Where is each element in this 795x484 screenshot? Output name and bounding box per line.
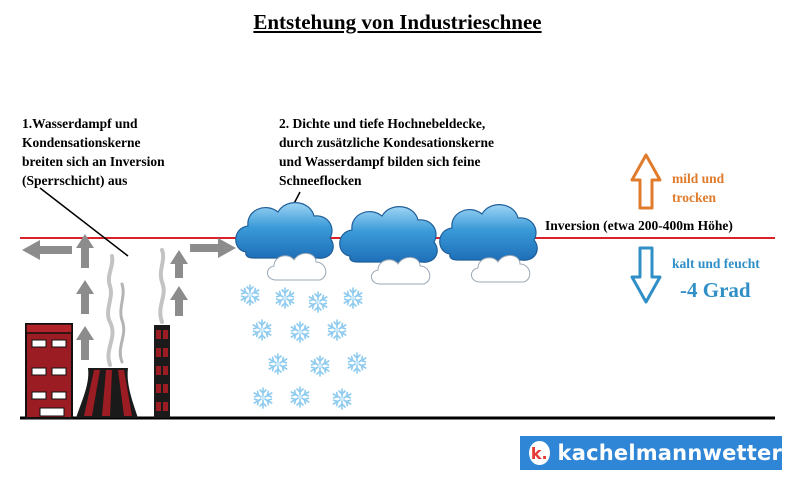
step-1-line: (Sperrschicht) aus [22,173,128,188]
snowflake-icon [332,388,352,410]
cloud-layer [235,202,538,285]
snowflake-icon [308,291,328,313]
snowflake-icon [253,387,273,409]
smoke-icon [158,248,166,324]
smoke-icon [106,254,115,367]
snowflakes [240,284,367,410]
above-label-line: mild und [672,171,725,186]
cooling-tower [76,368,138,418]
snowflake-icon [347,352,367,374]
cloud-icon [339,206,438,285]
step-2-text: 2. Dichte und tiefe Hochnebeldecke, durc… [279,114,549,190]
snowflake-icon [268,353,288,375]
snowflake-icon [290,386,310,408]
smoke-icon [118,282,126,364]
brand-name: kachelmannwetter [557,441,782,465]
snowflake-icon [343,287,363,309]
snowflake-icon [327,319,347,341]
snowflake-icon [275,287,295,309]
below-inversion-label: kalt und feucht [672,256,760,271]
inversion-label: Inversion (etwa 200-400m Höhe) [545,218,733,233]
cloud-icon [235,202,334,281]
brand-banner[interactable]: k. kachelmannwetter [520,436,782,470]
arrow-up-icon [76,234,94,268]
pointer-line [39,187,129,257]
arrow-up-icon [170,250,188,278]
step-2-line: und Wasserdampf bilden sich feine [279,154,481,169]
above-label-line: trocken [672,190,716,205]
spread-arrows [22,238,236,260]
snowflake-icon [310,355,330,377]
temperature-label: -4 Grad [680,278,751,302]
arrow-right-icon [190,238,236,258]
above-inversion-label: mild und trocken [672,169,742,207]
brand-logo-icon: k. [529,441,550,465]
step-1-line: Kondensationskerne [22,135,141,150]
arrow-up-icon [76,326,94,360]
step-2-line: 2. Dichte und tiefe Hochnebeldecke, [279,116,486,131]
arrow-down-blue-icon [630,246,662,304]
arrow-up-icon [170,286,188,316]
step-1-text: 1.Wasserdampf und Kondensationskerne bre… [22,114,232,190]
snowflake-icon [240,284,260,306]
page-title: Entstehung von Industrieschnee [253,10,542,34]
snowflake-icon [290,321,310,343]
step-1-line: breiten sich an Inversion [22,154,165,169]
smoke-plumes [106,248,166,367]
arrow-up-icon [76,280,94,314]
step-2-line: Schneeflocken [279,173,362,188]
rising-arrows [76,234,188,360]
factory-building [25,323,73,419]
chimney [154,325,170,418]
arrow-left-icon [22,240,72,260]
snowflake-icon [252,319,272,341]
cloud-icon [439,204,538,283]
step-2-line: durch zusätzliche Kondesationskerne [279,135,495,150]
arrow-up-orange-icon [630,153,662,210]
step-1-line: 1.Wasserdampf und [22,116,138,131]
